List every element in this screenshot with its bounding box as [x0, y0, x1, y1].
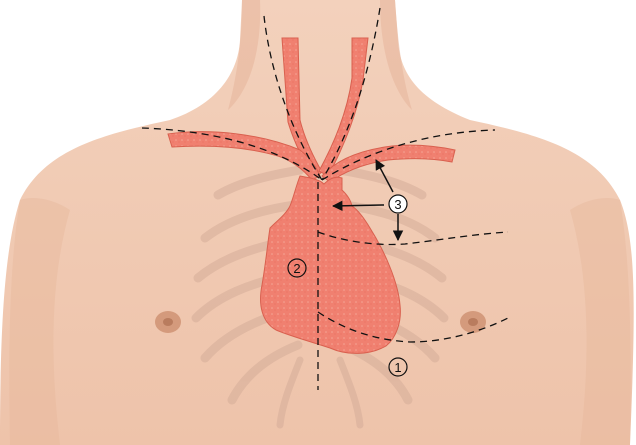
marker-2: ② 2: [288, 259, 306, 277]
arrow-to-heart-left: [333, 205, 384, 206]
left-nipple-center: [163, 318, 173, 326]
marker-3-number: 3: [394, 197, 401, 212]
marker-3: ③ 3: [389, 195, 407, 213]
right-nipple-center: [468, 318, 478, 326]
marker-1-number: 1: [394, 360, 401, 375]
marker-2-number: 2: [293, 261, 300, 276]
marker-1: ① 1: [389, 358, 407, 376]
